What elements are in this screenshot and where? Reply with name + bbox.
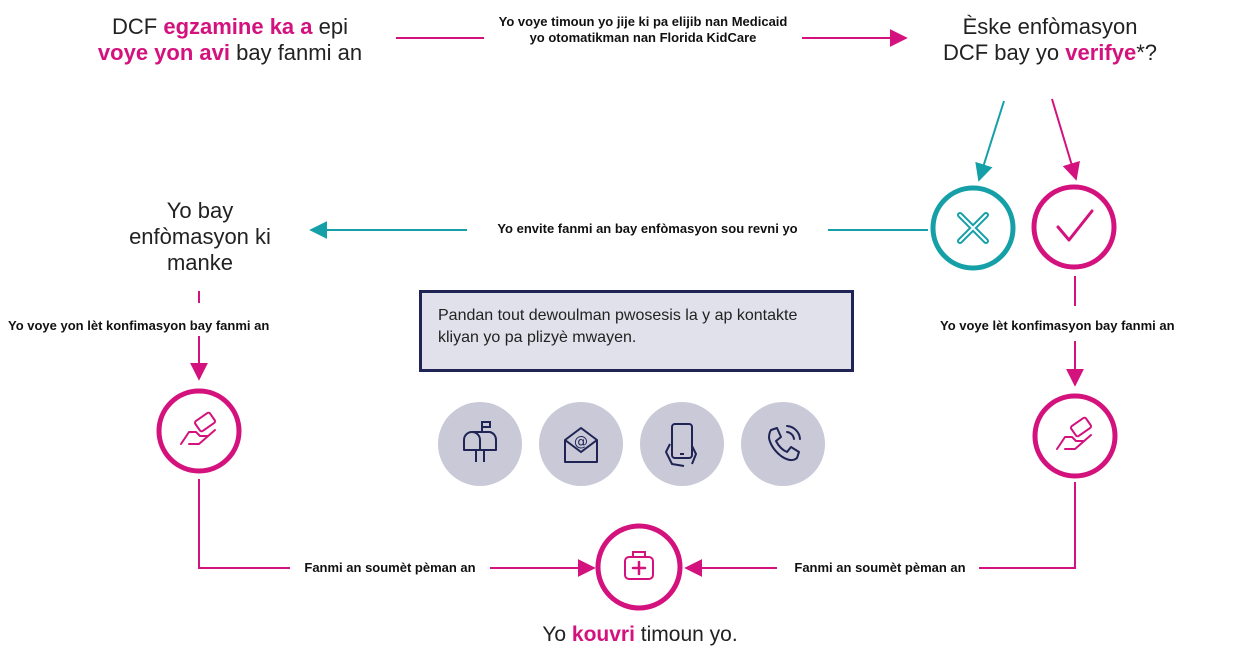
x-icon xyxy=(930,185,1016,271)
dcf-review-highlight: egzamine ka a xyxy=(163,14,313,39)
connector-right-bottom xyxy=(979,482,1076,569)
coverage-post: timoun yo. xyxy=(634,623,738,646)
medical-kit-icon xyxy=(595,523,683,611)
mailbox-icon xyxy=(438,402,522,486)
svg-text:@: @ xyxy=(574,434,588,450)
dcf-review-mid: epi xyxy=(312,14,348,39)
dcf-notice-highlight: voye yon avi xyxy=(97,40,230,65)
auto-referral-label: Yo voye timoun yo jije ki pa elijib nan … xyxy=(498,14,788,45)
verification-line1: Èske enfòmasyon xyxy=(962,14,1138,39)
arrow-to-x xyxy=(975,100,1005,182)
left-confirmation-label: Yo voye yon lèt konfimasyon bay fanmi an xyxy=(8,318,270,333)
dcf-notice-post: bay fanmi an xyxy=(230,40,363,65)
coverage-highlight: kouvri xyxy=(571,623,635,646)
invite-label: Yo envite fanmi an bay enfòmasyon sou re… xyxy=(497,221,798,236)
coverage-pre: Yo xyxy=(542,623,572,646)
phone-hand-icon xyxy=(640,402,724,486)
email-icon: @ xyxy=(539,402,623,486)
contact-note: Pandan tout dewoulman pwosesis la y ap k… xyxy=(419,290,854,372)
right-submit-label: Fanmi an soumèt pèman an xyxy=(794,560,966,575)
dcf-review-pre: DCF xyxy=(112,14,164,39)
payment-hand-icon xyxy=(156,388,242,474)
right-confirmation-label: Yo voye lèt konfimasyon bay fanmi an xyxy=(940,318,1175,333)
phone-call-icon xyxy=(741,402,825,486)
dcf-review-text: DCF egzamine ka a epi voye yon avi bay f… xyxy=(60,14,400,66)
payment-hand-icon xyxy=(1032,393,1118,479)
arrow-to-check xyxy=(1051,98,1080,181)
left-submit-label: Fanmi an soumèt pèman an xyxy=(304,560,476,575)
verification-question: Èske enfòmasyon DCF bay yo verifye*? xyxy=(905,14,1195,66)
connector-left-bottom xyxy=(198,479,290,569)
check-icon xyxy=(1031,184,1117,270)
verification-post: *? xyxy=(1136,40,1157,65)
provide-info-node: Yo bay enfòmasyon ki manke xyxy=(129,198,271,275)
verification-pre: DCF bay yo xyxy=(942,40,1066,65)
verification-highlight: verifye xyxy=(1065,40,1137,65)
coverage-text: Yo kouvri timoun yo. xyxy=(470,624,810,646)
